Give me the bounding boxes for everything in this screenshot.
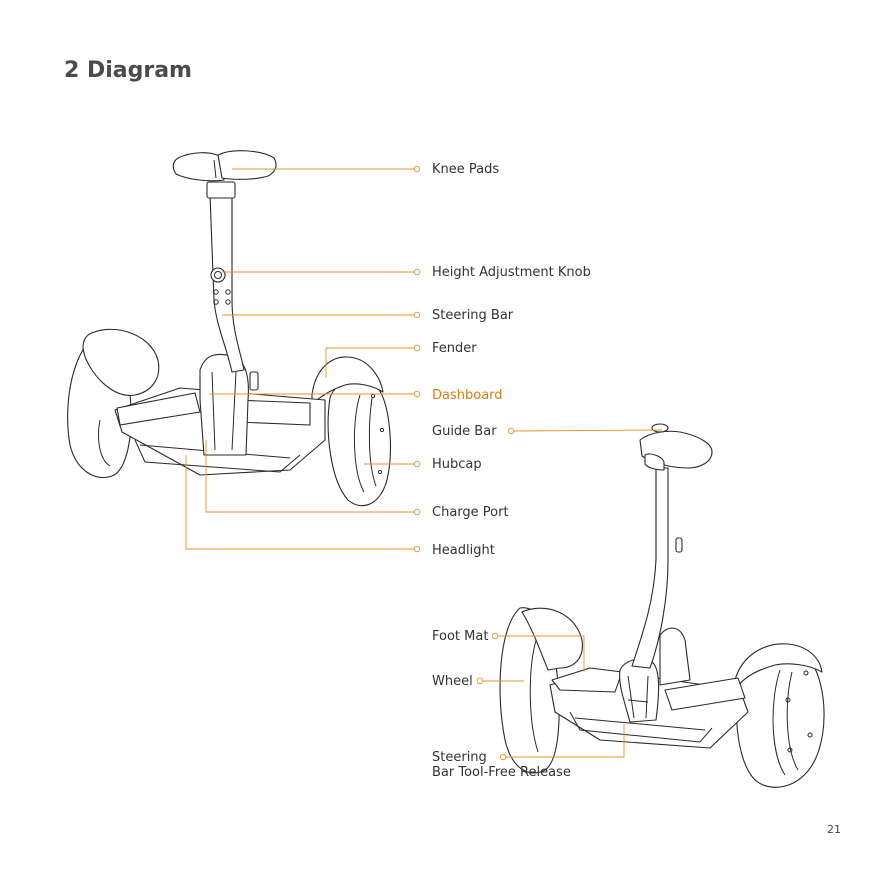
label-dashboard: Dashboard — [432, 388, 503, 403]
label-height-adjustment-knob: Height Adjustment Knob — [432, 265, 591, 280]
label-steering-release-line2: Bar Tool-Free Release — [432, 765, 571, 780]
label-guide-bar: Guide Bar — [432, 424, 497, 439]
label-knee-pads: Knee Pads — [432, 162, 499, 177]
rear-view-scooter — [500, 424, 824, 787]
page-number: 21 — [827, 823, 841, 836]
label-headlight: Headlight — [432, 543, 495, 558]
front-view-scooter — [68, 151, 391, 506]
label-steering-release-line1: Steering — [432, 750, 487, 765]
label-wheel: Wheel — [432, 674, 473, 689]
label-hubcap: Hubcap — [432, 457, 482, 472]
label-foot-mat: Foot Mat — [432, 629, 488, 644]
label-steering-bar: Steering Bar — [432, 308, 513, 323]
label-fender: Fender — [432, 341, 477, 356]
label-charge-port: Charge Port — [432, 505, 509, 520]
